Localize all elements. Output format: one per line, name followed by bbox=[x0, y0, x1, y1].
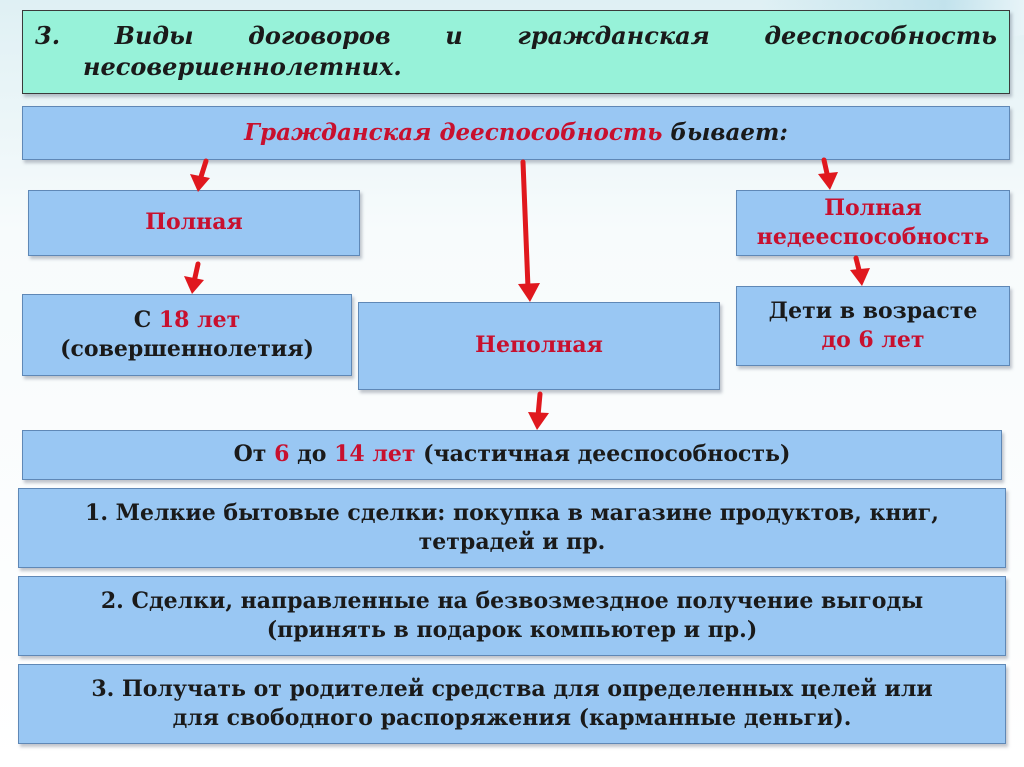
item-line: 1. Мелкие бытовые сделки: покупка в мага… bbox=[85, 499, 939, 526]
full-age-line-2: (совершеннолетия) bbox=[60, 336, 314, 362]
title-word: дееспособность bbox=[764, 21, 997, 50]
item-line: (принять в подарок компьютер и пр.) bbox=[266, 617, 758, 643]
item-line: тетрадей и пр. bbox=[418, 529, 606, 555]
title-line-1: 3. Виды договоров и гражданская дееспосо… bbox=[35, 21, 997, 50]
incapacity-box: Полная недееспособность bbox=[736, 190, 1010, 256]
children-age-box: Дети в возрасте до 6 лет bbox=[736, 286, 1010, 366]
arrow-head bbox=[184, 276, 204, 294]
item-line: 3. Получать от родителей средства для оп… bbox=[91, 675, 933, 702]
title-word: Виды bbox=[114, 21, 194, 50]
capacity-header-box: Гражданская дееспособность бывает: bbox=[22, 106, 1010, 160]
arrow-to-partial bbox=[535, 391, 543, 419]
title-number: 3. bbox=[35, 21, 61, 50]
arrow-head bbox=[528, 412, 549, 430]
partial-age-from: 6 bbox=[274, 441, 290, 468]
item-line: 2. Сделки, направленные на безвозмездное… bbox=[100, 587, 924, 614]
children-age-line-1: Дети в возрасте bbox=[768, 297, 978, 324]
arrow-head bbox=[518, 283, 540, 302]
item-line: для свободного распоряжения (карманные д… bbox=[172, 705, 852, 731]
partial-age-to: 14 лет bbox=[334, 441, 416, 468]
incapacity-line-2: недееспособность bbox=[756, 224, 990, 250]
arrow-to-incomplete bbox=[520, 159, 531, 291]
capacity-header-red: Гражданская дееспособность bbox=[244, 118, 663, 146]
title-word: договоров bbox=[248, 21, 391, 50]
transaction-item-3: 3. Получать от родителей средства для оп… bbox=[18, 664, 1006, 744]
title-word: и bbox=[445, 21, 463, 50]
full-age-prefix: С bbox=[133, 306, 159, 333]
full-capacity-label: Полная bbox=[145, 209, 243, 236]
partial-text: От bbox=[233, 441, 275, 468]
partial-capacity-box: От 6 до 14 лет (частичная дееспособность… bbox=[22, 430, 1002, 480]
transaction-item-1: 1. Мелкие бытовые сделки: покупка в мага… bbox=[18, 488, 1006, 568]
incapacity-line-1: Полная bbox=[824, 194, 922, 221]
capacity-header-rest: бывает: bbox=[662, 118, 788, 146]
slide-title: 3. Виды договоров и гражданская дееспосо… bbox=[22, 10, 1010, 94]
capacity-header-text: Гражданская дееспособность бывает: bbox=[244, 118, 788, 148]
full-age-line-1: С 18 лет bbox=[134, 306, 241, 335]
title-line-2: несовершеннолетних. bbox=[83, 52, 402, 81]
arrow-head bbox=[850, 268, 870, 286]
arrow-head bbox=[818, 172, 838, 190]
full-capacity-box: Полная bbox=[28, 190, 360, 256]
partial-text: до bbox=[289, 441, 335, 468]
title-word: гражданская bbox=[517, 21, 710, 50]
full-age-box: С 18 лет (совершеннолетия) bbox=[22, 294, 352, 376]
partial-capacity-text: От 6 до 14 лет (частичная дееспособность… bbox=[234, 440, 791, 469]
transaction-item-2: 2. Сделки, направленные на безвозмездное… bbox=[18, 576, 1006, 656]
full-age-value: 18 лет bbox=[158, 306, 241, 333]
arrow-head bbox=[190, 174, 210, 192]
children-age-line-2: до 6 лет bbox=[821, 327, 925, 353]
partial-text: (частичная дееспособность) bbox=[415, 441, 791, 468]
incomplete-capacity-box: Неполная bbox=[358, 302, 720, 390]
incomplete-capacity-label: Неполная bbox=[475, 332, 603, 359]
